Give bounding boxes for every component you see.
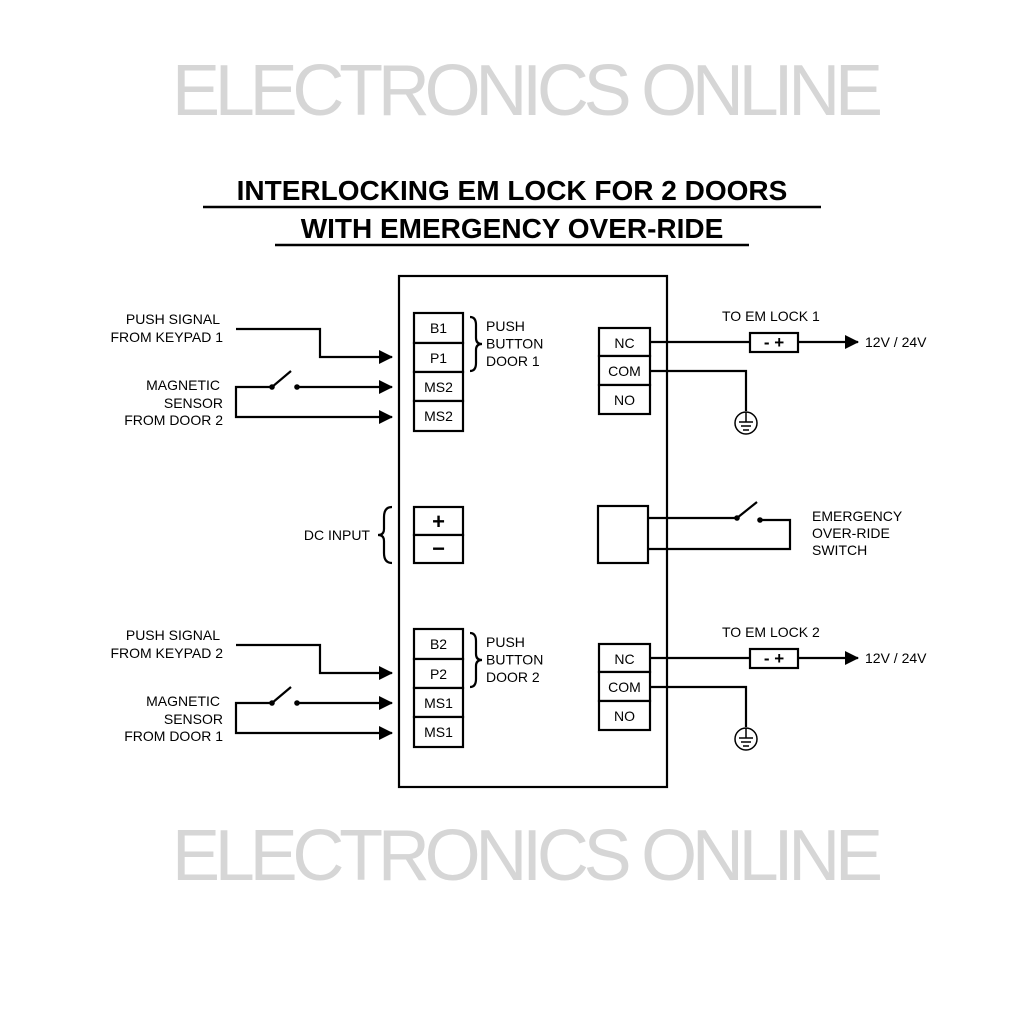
push-button-label: DOOR 2 bbox=[486, 669, 540, 685]
door2-section: PUSH SIGNAL FROM KEYPAD 2 MAGNETIC SENSORFR… bbox=[110, 624, 927, 751]
dc-input-label: DC INPUT bbox=[304, 527, 371, 543]
em-lock-polarity: - + bbox=[764, 333, 784, 352]
sensor-label-2: SENSOR bbox=[164, 711, 223, 727]
watermark-top: ELECTRONICS ONLINE bbox=[172, 51, 884, 131]
sensor-wire bbox=[234, 701, 393, 740]
push-button-label: PUSH bbox=[486, 318, 525, 334]
em-lock-label: TO EM LOCK 2 bbox=[722, 624, 820, 640]
dc-input: + − DC INPUT bbox=[304, 505, 465, 565]
ground-icon bbox=[734, 727, 758, 751]
sensor-label-3: FROM DOOR 2 bbox=[124, 412, 223, 428]
relay-terminal-label: NO bbox=[614, 708, 635, 724]
terminal-label: P1 bbox=[430, 350, 447, 366]
controller-box bbox=[397, 274, 669, 789]
push-button-label: PUSH bbox=[486, 634, 525, 650]
push-button-label: DOOR 1 bbox=[486, 353, 540, 369]
terminal-label: MS2 bbox=[424, 408, 453, 424]
terminal-label: MS1 bbox=[424, 695, 453, 711]
sensor-label-3: FROM DOOR 1 bbox=[124, 728, 223, 744]
push-button-label: BUTTON bbox=[486, 336, 543, 352]
push-button-brace bbox=[469, 631, 483, 689]
relay-terminal-label: NO bbox=[614, 392, 635, 408]
relay-terminal-no bbox=[597, 699, 652, 732]
push-signal-source-label: FROM KEYPAD 1 bbox=[110, 329, 223, 345]
override-switch-icon bbox=[736, 501, 758, 519]
terminal-b2 bbox=[412, 627, 465, 661]
push-button-brace bbox=[469, 315, 483, 373]
override-wire bbox=[648, 518, 792, 551]
sensor-label-1: MAGNETIC bbox=[146, 377, 220, 393]
emergency-override: EMERGENCY OVER-RIDE SWITCH bbox=[596, 501, 903, 565]
override-label-2: OVER-RIDE bbox=[812, 525, 890, 541]
em-lock-polarity: - + bbox=[764, 649, 784, 668]
push-signal-wire bbox=[236, 643, 393, 680]
terminal-b1 bbox=[412, 311, 465, 345]
relay-terminal-label: COM bbox=[608, 363, 641, 379]
push-button-label: BUTTON bbox=[486, 652, 543, 668]
push-signal-wire bbox=[236, 327, 393, 364]
sensor-switch-icon bbox=[271, 686, 292, 704]
sensor-wire bbox=[234, 385, 393, 424]
terminal-ms2 bbox=[412, 399, 465, 433]
terminal-label: MS1 bbox=[424, 724, 453, 740]
override-terminal bbox=[596, 504, 650, 565]
terminal-label: P2 bbox=[430, 666, 447, 682]
push-signal-label: PUSH SIGNAL bbox=[126, 311, 220, 327]
ground-icon bbox=[734, 411, 758, 435]
terminal-p2 bbox=[412, 657, 465, 690]
title-line-1: INTERLOCKING EM LOCK FOR 2 DOORS bbox=[237, 175, 788, 206]
terminal-label: MS2 bbox=[424, 379, 453, 395]
com-wire bbox=[650, 369, 748, 411]
push-signal-label: PUSH SIGNAL bbox=[126, 627, 220, 643]
em-lock-label: TO EM LOCK 1 bbox=[722, 308, 820, 324]
dc-brace bbox=[377, 505, 393, 565]
sensor-label-1: MAGNETIC bbox=[146, 693, 220, 709]
terminal-label: B2 bbox=[430, 636, 447, 652]
com-wire bbox=[650, 685, 748, 727]
relay-terminal-com bbox=[597, 670, 652, 703]
supply-label: 12V / 24V bbox=[865, 334, 927, 350]
relay-terminal-label: NC bbox=[614, 651, 634, 667]
relay-terminal-label: COM bbox=[608, 679, 641, 695]
dc-plus-terminal bbox=[412, 505, 465, 537]
override-label-1: EMERGENCY bbox=[812, 508, 903, 524]
dc-plus-label: + bbox=[432, 509, 445, 534]
override-label-3: SWITCH bbox=[812, 542, 867, 558]
watermark-bottom: ELECTRONICS ONLINE bbox=[172, 816, 884, 896]
sensor-switch-icon bbox=[271, 370, 292, 388]
title-line-2: WITH EMERGENCY OVER-RIDE bbox=[301, 213, 724, 244]
terminal-ms1 bbox=[412, 715, 465, 749]
relay-terminal-nc bbox=[597, 642, 652, 674]
relay-terminal-label: NC bbox=[614, 335, 634, 351]
sensor-label-2: SENSOR bbox=[164, 395, 223, 411]
terminal-ms1 bbox=[412, 686, 465, 719]
supply-label: 12V / 24V bbox=[865, 650, 927, 666]
relay-terminal-no bbox=[597, 383, 652, 416]
door1-section: PUSH SIGNAL FROM KEYPAD 1 MAGNETIC SENSORFR… bbox=[110, 308, 927, 435]
dc-minus-label: − bbox=[432, 536, 445, 561]
dc-minus-terminal bbox=[412, 533, 465, 565]
relay-terminal-nc bbox=[597, 326, 652, 358]
push-signal-source-label: FROM KEYPAD 2 bbox=[110, 645, 223, 661]
terminal-label: B1 bbox=[430, 320, 447, 336]
